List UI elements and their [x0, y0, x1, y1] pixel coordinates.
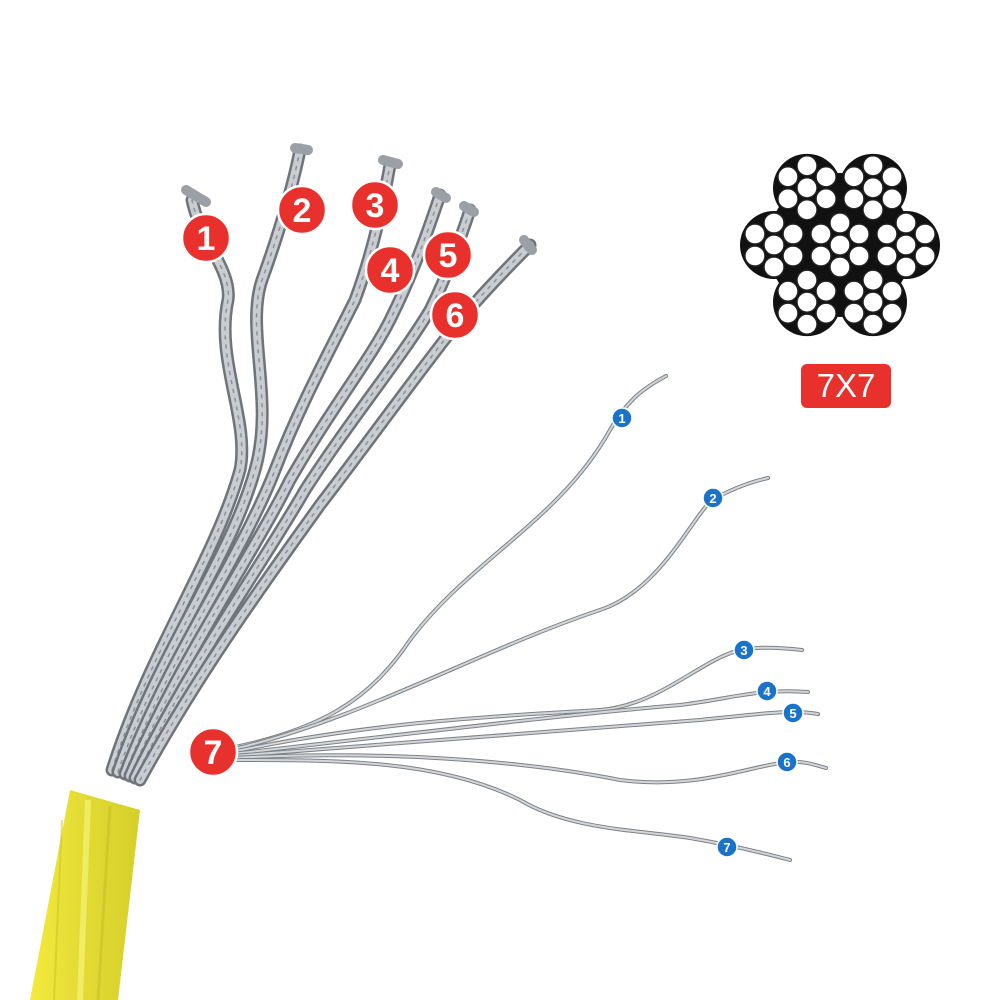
- wire-badge-number: 7: [723, 840, 730, 855]
- strand-3-twist: [124, 164, 391, 775]
- strand-2-tip: [290, 143, 313, 155]
- strand-badge-number: 7: [204, 734, 223, 772]
- strand-badge-number: 1: [197, 220, 216, 258]
- wire-badge-circle: [716, 836, 738, 858]
- wire-badge-1: 1: [611, 407, 633, 429]
- wire-badge-4: 4: [756, 680, 778, 702]
- strand-badge-2: 2: [276, 184, 328, 236]
- strand-badge-circle: [180, 212, 232, 264]
- strand-badges: 1 2 3 4 5 6 7: [180, 179, 481, 778]
- strand-badge-circle: [422, 229, 474, 281]
- wire-badge-number: 1: [618, 411, 625, 426]
- strand-badge-5: 5: [422, 229, 474, 281]
- strand-badge-number: 6: [446, 297, 465, 335]
- strand-6-twist: [139, 244, 531, 781]
- strand-5-tip: [459, 201, 479, 217]
- wire-badge-6: 6: [776, 751, 798, 773]
- wire-badge-circle: [776, 751, 798, 773]
- strand-2-twist: [117, 149, 301, 773]
- wire-7-highlight: [231, 759, 791, 861]
- wire-badge-number: 4: [763, 684, 771, 699]
- wire-badge-circle: [733, 639, 755, 661]
- rope-spec-label: 7X7: [801, 364, 891, 408]
- wire-badge-number: 3: [740, 643, 747, 658]
- strand-badge-circle: [364, 244, 416, 296]
- strand-4-tip: [431, 187, 451, 203]
- cross-section-wires: [744, 155, 936, 335]
- wire-badge-number: 2: [709, 491, 716, 506]
- wire-badge-7: 7: [716, 836, 738, 858]
- strand-1-tip: [181, 185, 211, 207]
- wire-badge-number: 6: [783, 755, 790, 770]
- wire-7-body: [230, 758, 792, 862]
- strand-badge-number: 5: [439, 237, 458, 275]
- wire-badge-number: 5: [789, 706, 796, 721]
- strand-1-twist: [111, 199, 243, 771]
- strand-6-tip: [519, 235, 537, 255]
- wire-badge-2: 2: [702, 487, 724, 509]
- strand-badge-3: 3: [349, 179, 401, 231]
- wire-badge-3: 3: [733, 639, 755, 661]
- strand-7-wire-fan: [228, 374, 828, 862]
- wire-rope-cross-section-icon: [740, 153, 940, 337]
- strand-badge-7: 7: [187, 726, 239, 778]
- wire-badge-circle: [782, 702, 804, 724]
- strand-badge-number: 4: [381, 252, 400, 290]
- strand-badge-number: 3: [366, 187, 385, 225]
- strand-badge-6: 6: [429, 289, 481, 341]
- strand-badge-number: 2: [293, 192, 312, 230]
- wire-badge-circle: [702, 487, 724, 509]
- wire-1-highlight: [229, 375, 667, 749]
- yellow-sheath: [30, 790, 140, 1000]
- strand-3-tip: [378, 155, 403, 169]
- wire-badge-circle: [611, 407, 633, 429]
- strand-badge-circle: [429, 289, 481, 341]
- strand-badge-circle: [276, 184, 328, 236]
- strand-badge-circle: [349, 179, 401, 231]
- strand-badge-circle: [187, 726, 239, 778]
- strand-badge-1: 1: [180, 212, 232, 264]
- wire-badges: 1 2 3 4 5 6 7: [611, 407, 804, 858]
- strand-4-twist: [129, 194, 441, 777]
- strand-badge-4: 4: [364, 244, 416, 296]
- wire-badge-5: 5: [782, 702, 804, 724]
- wire-badge-circle: [756, 680, 778, 702]
